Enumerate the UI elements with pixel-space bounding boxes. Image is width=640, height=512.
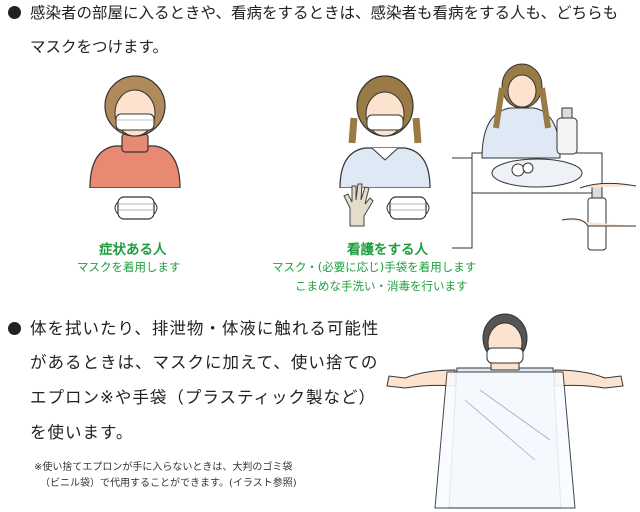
caregiver-illustration — [339, 75, 431, 188]
section2-line1: 体を拭いたり、排泄物・体液に触れる可能性 — [30, 319, 380, 338]
infected-desc: マスクを着用します — [77, 260, 181, 274]
apron-person-illustration — [386, 313, 624, 509]
section2-line4: を使います。 — [30, 423, 134, 442]
section1-line1: 感染者の部屋に入るときや、看病をするときは、感染者も看病をする人も、どちらも — [30, 4, 619, 22]
note-line2: （ビニル袋）で代用することができます。(イラスト参照) — [40, 478, 297, 489]
bullet-icon-2 — [8, 322, 21, 335]
infected-person-illustration — [89, 75, 181, 188]
section1-line2: マスクをつけます。 — [30, 38, 168, 56]
infected-title: 症状ある人 — [99, 242, 167, 258]
mask-icon-caregiver — [386, 196, 430, 220]
handwashing-illustration — [452, 63, 637, 251]
caregiver-title: 看護をする人 — [347, 242, 428, 258]
caregiver-desc2: こまめな手洗い・消毒を行います — [295, 279, 468, 293]
mask-icon — [114, 196, 158, 220]
note-line1: ※使い捨てエプロンが手に入らないときは、大判のゴミ袋 — [34, 462, 293, 473]
glove-icon — [343, 183, 374, 227]
caregiver-desc1: マスク・(必要に応じ)手袋を着用します — [272, 260, 477, 274]
bullet-icon — [8, 6, 21, 19]
section2-line3: エプロン※や手袋（プラスティック製など） — [30, 388, 377, 407]
section2-line2: があるときは、マスクに加えて、使い捨ての — [30, 353, 379, 372]
